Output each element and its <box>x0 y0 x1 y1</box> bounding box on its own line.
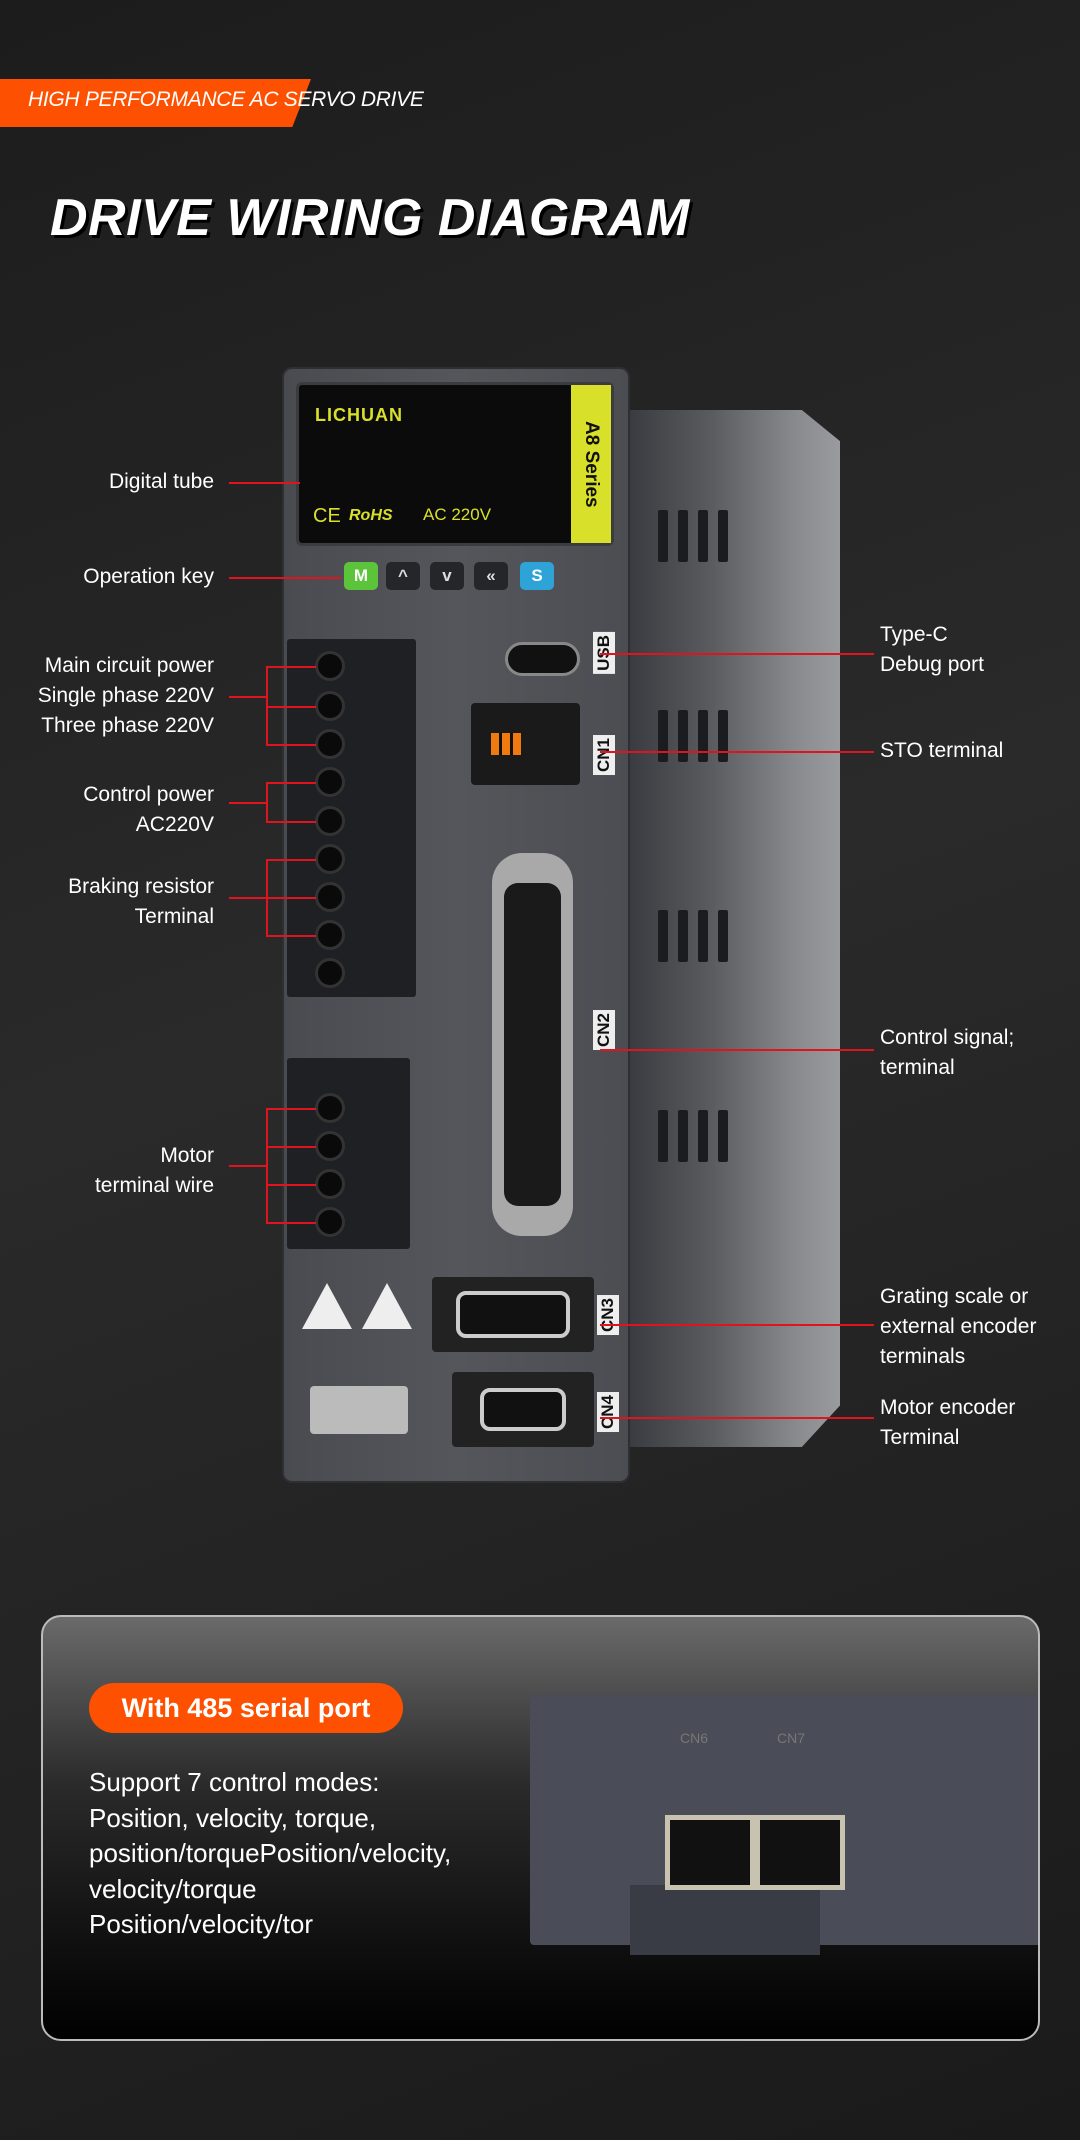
cn2-db-connector <box>492 853 573 1236</box>
label-main-power-1: Main circuit power <box>44 654 214 677</box>
label-braking-1: Braking resistor <box>68 875 214 898</box>
label-main-power-3: Three phase 220V <box>41 714 214 737</box>
page-title: DRIVE WIRING DIAGRAM <box>50 189 690 247</box>
label-control-power-1: Control power <box>83 783 214 806</box>
label-control-signal-2: terminal <box>880 1056 955 1079</box>
ce-mark: CE <box>313 505 341 527</box>
ground-screws <box>310 1386 408 1434</box>
key-shift[interactable]: « <box>474 562 508 590</box>
header-banner <box>0 79 311 127</box>
heatsink-side <box>628 410 840 1447</box>
key-m[interactable]: M <box>344 562 378 590</box>
brand-logo: LICHUAN <box>315 405 403 425</box>
label-grating-3: terminals <box>880 1345 966 1368</box>
label-braking-2: Terminal <box>134 905 214 928</box>
cn4-connector <box>452 1372 594 1447</box>
label-typec-1: Type-C <box>880 623 948 646</box>
label-typec-2: Debug port <box>880 653 984 676</box>
leader-line <box>229 482 300 484</box>
label-digital-tube: Digital tube <box>108 470 214 493</box>
label-grating-1: Grating scale or <box>880 1285 1029 1308</box>
cn2-label: CN2 <box>593 1010 615 1051</box>
control-modes-text: Support 7 control modes:Position, veloci… <box>89 1767 452 1939</box>
motor-terminal-block <box>287 1058 410 1249</box>
label-motor-1: Motor <box>160 1144 214 1167</box>
cn1-label: CN1 <box>593 735 615 776</box>
label-sto: STO terminal <box>880 739 1004 762</box>
label-motor-2: terminal wire <box>94 1174 214 1197</box>
rs485-badge: With 485 serial port <box>89 1683 403 1733</box>
cn4-label: CN4 <box>597 1392 619 1433</box>
feature-panel: With 485 serial port Support 7 control m… <box>41 1615 1040 2041</box>
label-encoder-2: Terminal <box>880 1426 960 1449</box>
key-up[interactable]: ^ <box>386 562 420 590</box>
label-control-power-2: AC220V <box>135 813 214 836</box>
leader-line <box>229 577 341 579</box>
banner-text: HIGH PERFORMANCE AC SERVO DRIVE <box>28 88 424 111</box>
rj45-port-cn7 <box>755 1815 845 1890</box>
cn3-label: CN3 <box>597 1295 619 1336</box>
cn1-sto-connector <box>471 703 580 785</box>
label-control-signal-1: Control signal; <box>880 1026 1015 1049</box>
usb-c-port <box>505 642 580 676</box>
label-grating-2: external encoder <box>880 1315 1037 1338</box>
series-label: A8 Series <box>571 385 611 543</box>
label-main-power-2: Single phase 220V <box>37 684 214 707</box>
key-down[interactable]: v <box>430 562 464 590</box>
voltage-text: AC 220V <box>423 505 492 524</box>
label-encoder-1: Motor encoder <box>880 1396 1016 1419</box>
rj45-port-cn6 <box>665 1815 755 1890</box>
power-terminal-block <box>287 639 416 997</box>
digital-tube-display: LICHUAN CE RoHS AC 220V A8 Series <box>296 382 614 546</box>
cn6-label: CN6 <box>680 1730 709 1746</box>
drive-side-photo: CN6 CN7 <box>530 1695 1038 1955</box>
cn3-connector <box>432 1277 594 1352</box>
key-s[interactable]: S <box>520 562 554 590</box>
rohs-mark: RoHS <box>349 507 393 524</box>
cn7-label: CN7 <box>777 1730 806 1746</box>
label-operation-key: Operation key <box>83 565 214 588</box>
